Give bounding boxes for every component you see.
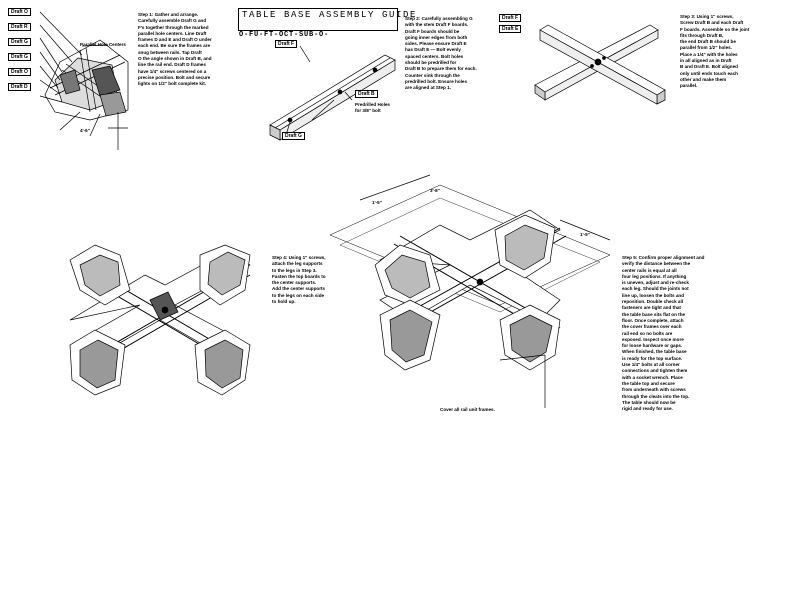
draft-tag: Draft G: [8, 53, 31, 61]
draft-tag: Draft O: [8, 8, 31, 16]
draft-tag: Draft G: [282, 132, 305, 140]
draft-tag: Draft G: [8, 38, 31, 46]
dimension-label: 1'-5": [580, 232, 590, 237]
step-4-text: Step 4: Using 1" screws, attach the leg …: [272, 255, 326, 305]
x-frame-drawing: [534, 24, 666, 105]
step-5-text: Step 5: Confirm proper alignment and ver…: [622, 255, 705, 412]
draft-tag: Draft R: [8, 23, 31, 31]
cover-caps-callout: Cover all rail unit frames.: [440, 407, 495, 412]
draft-tag: Draft D: [8, 83, 31, 91]
dimensioned-base-drawing: [329, 174, 611, 408]
table-base-drawing: [69, 244, 251, 396]
draft-tag: Draft E: [499, 25, 522, 33]
draft-tag: Draft B: [355, 90, 378, 98]
guide-title: TABLE BASE ASSEMBLY GUIDE: [242, 10, 418, 20]
draft-tag: Draft O: [8, 68, 31, 76]
guide-code: O-FU-FT-OCT-SUB-O-: [239, 31, 330, 39]
step-2-text: Step 2: Carefully assembling G with the …: [405, 16, 477, 91]
leg-assembly-drawing: [39, 11, 129, 150]
step-1-text: Step 1: Gather and arrange. Carefully as…: [138, 12, 212, 87]
predrilled-holes-callout: Predrilled Holes for 3/8" bolt: [355, 102, 390, 113]
draft-tag: Draft F: [275, 40, 298, 48]
step-3-text: Step 3: Using 1" screws, Screw Draft B a…: [680, 14, 750, 89]
dimension-label: 3'-8": [430, 188, 440, 193]
title-block: TABLE BASE ASSEMBLY GUIDE O-FU-FT-OCT-SU…: [238, 8, 415, 39]
dimension-label: 1'-5": [372, 200, 382, 205]
rail-board-drawing: [269, 45, 396, 141]
parallel-holes-callout: Parallel Hole Centers: [80, 42, 126, 47]
draft-tag: Draft F: [499, 14, 522, 22]
dimension-label: 4'-6": [80, 128, 90, 133]
